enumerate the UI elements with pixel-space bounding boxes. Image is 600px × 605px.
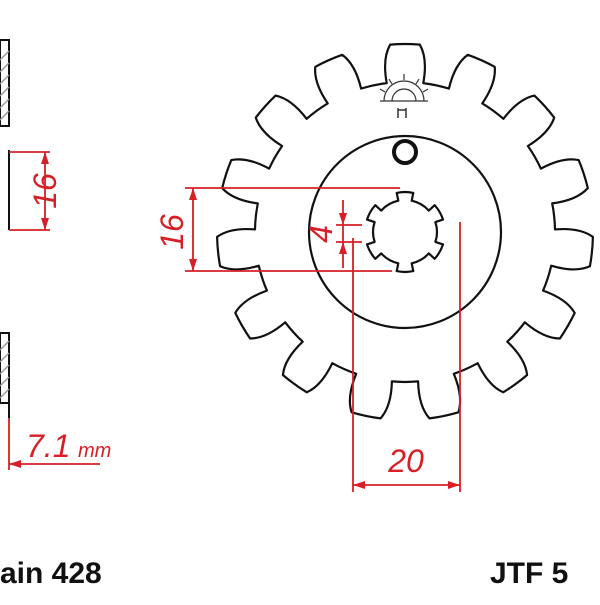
bore-diameter-dimension (352, 222, 461, 492)
chain-size-label: ain 428 (0, 557, 102, 590)
splined-bore-outline (365, 190, 445, 274)
thickness-dimension (8, 418, 100, 470)
hub-circle (307, 134, 503, 330)
bolt-hole (392, 139, 418, 165)
side-profile-top-block (0, 39, 10, 127)
side-width-label: 16 (27, 173, 63, 209)
spline-width-dimension (336, 200, 362, 268)
sprocket-front-view (216, 42, 594, 420)
thickness-value: 7.1 (26, 428, 70, 464)
bore-height-dimension (185, 187, 400, 272)
thickness-unit: mm (78, 440, 111, 462)
side-profile-view: 16 7.1 mm (0, 39, 111, 470)
bore-diameter-label: 20 (387, 443, 424, 479)
side-profile-bottom-block (0, 332, 10, 418)
bore-height-label: 16 (154, 214, 190, 250)
jt-sun-logo-icon (379, 74, 429, 118)
part-number-label: JTF 5 (490, 557, 568, 590)
side-width-dimension (9, 151, 50, 231)
spline-width-label: 4 (303, 225, 339, 243)
